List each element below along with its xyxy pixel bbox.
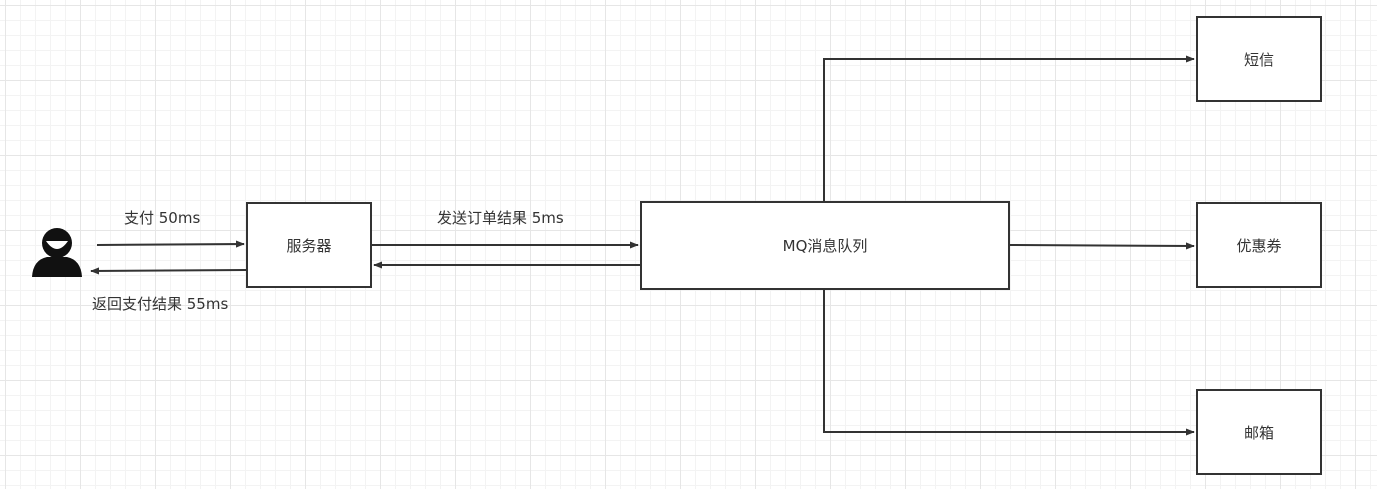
edge-mq-to-email[interactable] bbox=[823, 289, 1195, 436]
edge-mq-to-sms[interactable] bbox=[823, 55, 1195, 201]
node-mq-label: MQ消息队列 bbox=[782, 237, 868, 255]
edge-label-send-order: 发送订单结果 5ms bbox=[437, 209, 564, 227]
node-email-label: 邮箱 bbox=[1243, 423, 1274, 442]
node-coupon-label: 优惠券 bbox=[1236, 236, 1282, 255]
node-mq[interactable]: MQ消息队列 bbox=[640, 201, 1010, 290]
edge-label-return-result: 返回支付结果 55ms bbox=[92, 295, 229, 313]
edge-return-result[interactable] bbox=[90, 267, 247, 275]
node-sms[interactable]: 短信 bbox=[1196, 16, 1322, 102]
edge-label-pay: 支付 50ms bbox=[124, 209, 201, 227]
node-sms-label: 短信 bbox=[1243, 50, 1274, 69]
node-email[interactable]: 邮箱 bbox=[1196, 389, 1322, 475]
edge-mq-to-coupon[interactable] bbox=[1008, 242, 1195, 250]
edge-pay[interactable] bbox=[96, 240, 245, 248]
node-server[interactable]: 服务器 bbox=[246, 202, 372, 288]
user-icon[interactable] bbox=[31, 227, 83, 277]
node-server-label: 服务器 bbox=[286, 236, 332, 255]
node-coupon[interactable]: 优惠券 bbox=[1196, 202, 1322, 288]
